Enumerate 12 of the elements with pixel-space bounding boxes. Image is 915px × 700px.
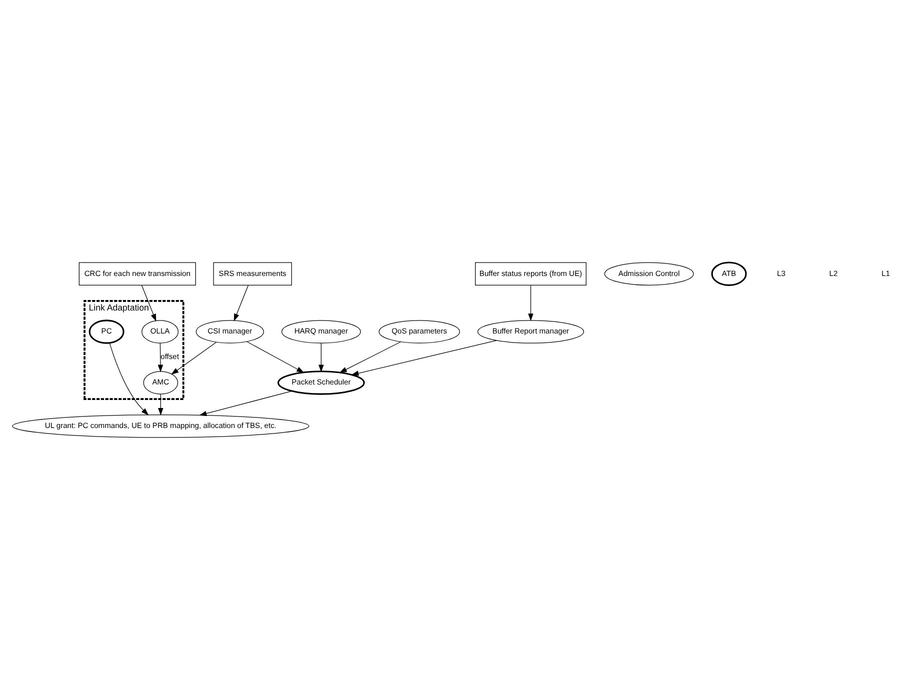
arrow [246,341,304,373]
arrow [339,342,401,373]
arrow [141,285,156,322]
arrow [199,390,292,416]
arrow [234,285,249,322]
arrow [171,342,217,375]
arrow [158,394,164,416]
arrow [318,342,324,372]
arrow [528,285,534,322]
arrow [158,342,164,372]
arrow [109,342,149,416]
arrow [351,340,497,376]
